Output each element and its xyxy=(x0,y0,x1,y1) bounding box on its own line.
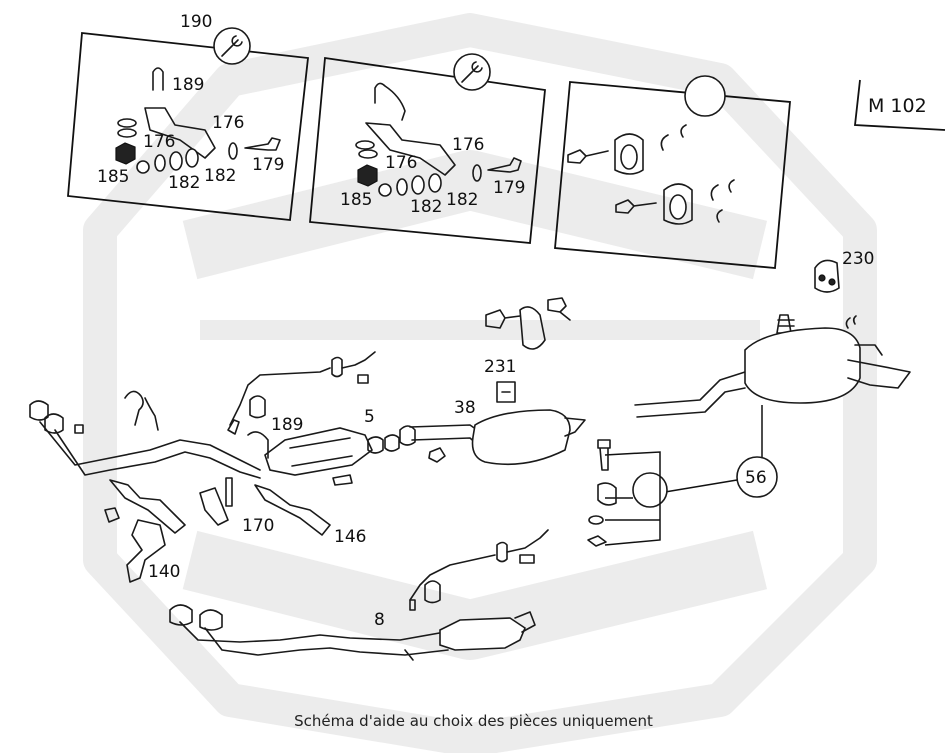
kit-box-190: 190 189 176 176 179 185 182 182 xyxy=(67,12,309,221)
label-189b: 189 xyxy=(271,415,303,435)
label-38: 38 xyxy=(454,398,476,418)
label-8: 8 xyxy=(374,610,385,630)
label-146: 146 xyxy=(334,527,366,547)
callout-56: 56 xyxy=(587,405,778,547)
label-231: 231 xyxy=(484,357,516,377)
label-176c: 176 xyxy=(452,135,484,155)
model-code-badge: M 102 xyxy=(854,79,946,131)
label-179a: 179 xyxy=(252,155,284,175)
label-185a: 185 xyxy=(97,167,129,187)
oxygen-sensor-lower xyxy=(409,529,549,611)
lower-pipe-8: 8 xyxy=(169,604,536,661)
label-189a: 189 xyxy=(172,75,204,95)
label-230: 230 xyxy=(842,249,874,269)
model-code: M 102 xyxy=(868,95,927,117)
label-182a: 182 xyxy=(168,173,200,193)
catalytic-converter-5: 5 xyxy=(264,407,400,486)
label-176d: 176 xyxy=(385,153,417,173)
label-140: 140 xyxy=(148,562,180,582)
label-182b: 182 xyxy=(204,166,236,186)
label-190: 190 xyxy=(180,12,212,32)
label-179b: 179 xyxy=(493,178,525,198)
mount-230: 230 xyxy=(776,249,874,334)
label-182c: 182 xyxy=(410,197,442,217)
front-pipe xyxy=(29,390,261,479)
label-182d: 182 xyxy=(446,190,478,210)
kit-box-3 xyxy=(554,75,791,269)
oxygen-sensor-upper: 189 xyxy=(227,351,376,459)
label-176b: 176 xyxy=(143,132,175,152)
rear-muffler xyxy=(634,327,911,418)
center-muffler-38: 38 xyxy=(399,398,586,466)
caption: Schéma d'aide au choix des pièces unique… xyxy=(294,712,653,730)
hanger-231: 231 xyxy=(484,297,571,403)
kit-box-2: 176 176 179 185 182 182 xyxy=(309,53,546,244)
label-5: 5 xyxy=(364,407,375,427)
label-56: 56 xyxy=(745,468,767,488)
pipe-brackets: 170 146 140 xyxy=(104,477,366,583)
label-170: 170 xyxy=(242,516,274,536)
label-185b: 185 xyxy=(340,190,372,210)
label-176a: 176 xyxy=(212,113,244,133)
